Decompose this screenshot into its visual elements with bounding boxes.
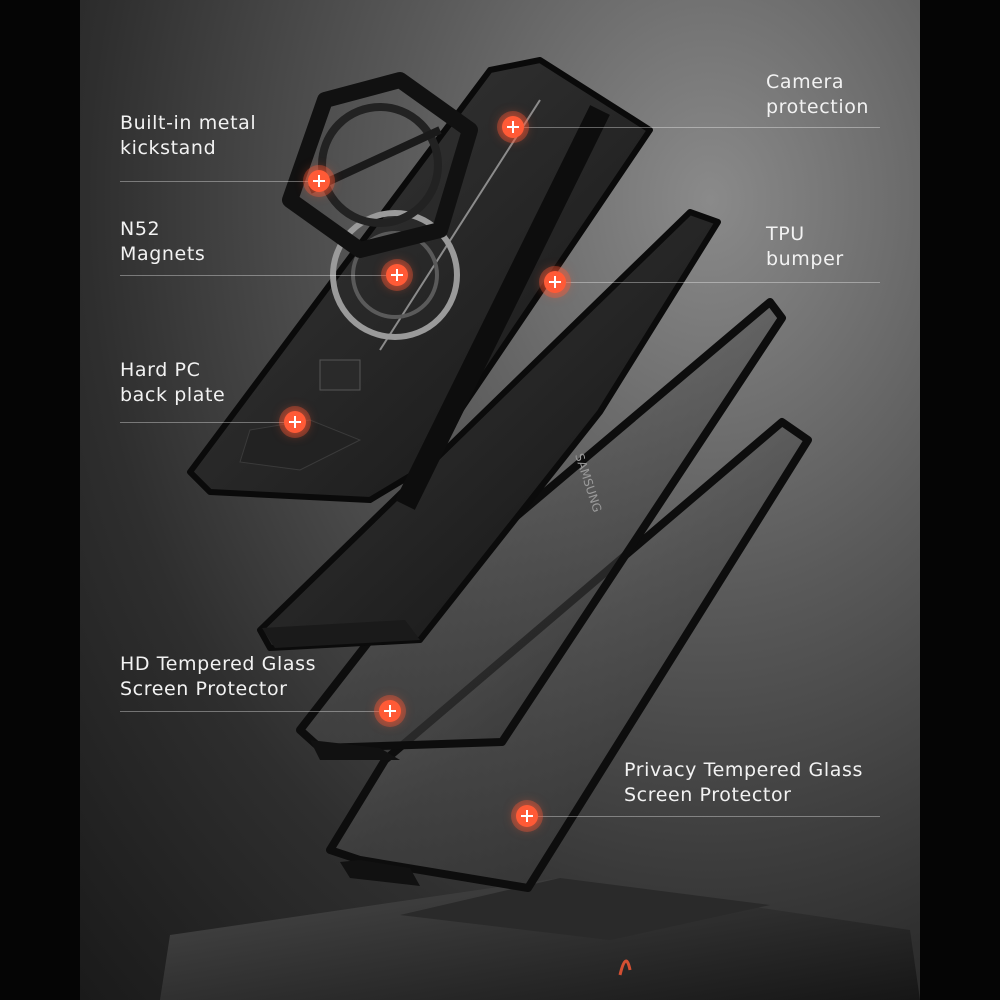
hotspot-camera[interactable] — [502, 116, 524, 138]
privacy-glass-layer — [326, 418, 812, 892]
rock-base — [160, 878, 920, 1000]
label-bumper: TPU bumper — [766, 223, 844, 270]
hotspot-privacy-glass[interactable] — [516, 805, 538, 827]
hotspot-kickstand[interactable] — [308, 170, 330, 192]
magnetic-ring — [330, 210, 460, 340]
leader-bumper — [556, 282, 880, 283]
label-backplate: Hard PC back plate — [120, 359, 226, 406]
case-back-layer — [187, 57, 653, 510]
leader-hd-glass — [120, 711, 390, 712]
label-magnets: N52 Magnets — [120, 218, 206, 265]
label-hd-glass: HD Tempered Glass Screen Protector — [120, 653, 317, 700]
label-kickstand: Built-in metal kickstand — [120, 112, 257, 159]
hotspot-hd-glass[interactable] — [379, 700, 401, 722]
leader-magnets — [120, 275, 395, 276]
label-privacy-glass: Privacy Tempered Glass Screen Protector — [624, 759, 863, 806]
leader-kickstand — [120, 181, 320, 182]
leader-privacy-glass — [527, 816, 880, 817]
hotspot-backplate[interactable] — [284, 411, 306, 433]
kickstand-ring — [282, 72, 478, 258]
hotspot-magnets[interactable] — [386, 264, 408, 286]
leader-backplate — [120, 422, 295, 423]
frame-right — [920, 0, 1000, 1000]
frame-left — [0, 0, 80, 1000]
phone-device: SAMSUNG — [257, 209, 721, 651]
leader-camera — [514, 127, 880, 128]
hotspot-bumper[interactable] — [544, 271, 566, 293]
label-camera: Camera protection — [766, 71, 870, 118]
